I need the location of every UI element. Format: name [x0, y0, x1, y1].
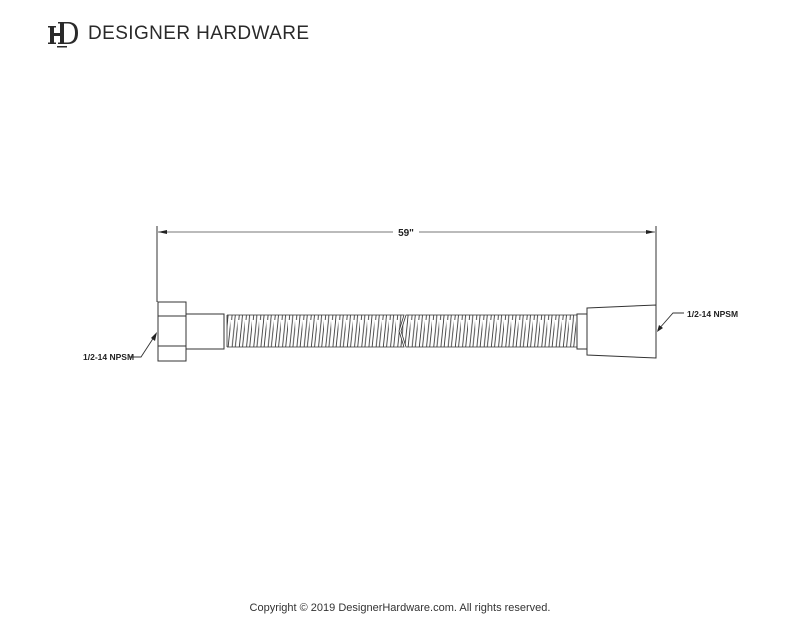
right-connection-label: 1/2-14 NPSM [687, 309, 738, 319]
arrow-left-icon [158, 230, 167, 234]
dimension-line [156, 226, 657, 305]
length-dimension-label: 59" [398, 228, 414, 239]
right-collar [576, 313, 588, 350]
left-collar [185, 313, 225, 350]
left-callout-leader [130, 332, 157, 358]
dh-monogram-icon [48, 22, 78, 48]
left-hex-nut [157, 301, 187, 362]
left-connection-label: 1/2-14 NPSM [83, 352, 134, 362]
copyright-footer: Copyright © 2019 DesignerHardware.com. A… [249, 602, 551, 614]
arrow-right-icon [646, 230, 655, 234]
brand-name: DESIGNER HARDWARE [88, 23, 310, 44]
right-callout-leader [657, 312, 684, 332]
brand-header: DESIGNER HARDWARE [48, 20, 309, 48]
right-tapered-fitting [586, 304, 657, 359]
hose-body [226, 314, 577, 348]
